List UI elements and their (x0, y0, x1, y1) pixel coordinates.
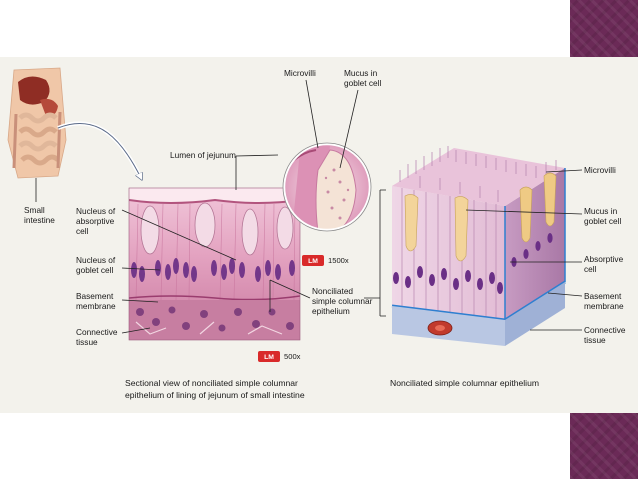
label-drawing-connective-2: tissue (584, 335, 606, 345)
label-nucleus-absorptive-3: cell (76, 226, 89, 236)
leader-nucleus-absorptive (121, 209, 237, 261)
label-nonciliated-1: Nonciliated (312, 286, 353, 296)
leader-mucus-inset (339, 89, 359, 169)
stomach-shape (40, 98, 58, 117)
leader-drawing-microvilli (545, 169, 583, 173)
micrograph-image (128, 187, 301, 341)
pointer-arrow (57, 123, 141, 178)
magnification-main: 500x (284, 352, 301, 361)
caption-micrograph-2: epithelium of lining of jejunum of small… (125, 390, 305, 400)
leader-nonciliated-bracket (364, 189, 386, 317)
label-drawing-mucus-1: Mucus in (584, 206, 618, 216)
liver-shape (18, 76, 50, 105)
leader-connective (121, 327, 151, 334)
leader-nucleus-goblet (121, 267, 161, 271)
label-nucleus-absorptive-2: absorptive (76, 216, 115, 226)
label-mucus-inset-2: goblet cell (344, 78, 382, 88)
leader-microvilli-inset (305, 79, 319, 149)
label-basement-1: Basement (76, 291, 114, 301)
label-drawing-absorptive-1: Absorptive (584, 254, 624, 264)
lm-badge-main-text: LM (264, 354, 274, 361)
lm-badge-inset-text: LM (308, 258, 318, 265)
label-drawing-absorptive-2: cell (584, 264, 597, 274)
magnification-inset: 1500x (328, 256, 349, 265)
micrograph-inset (282, 142, 372, 232)
leader-lumen (235, 154, 279, 190)
caption-micrograph-1: Sectional view of nonciliated simple col… (125, 378, 298, 388)
pointer-arrow-outline (57, 121, 143, 179)
label-nucleus-goblet-2: goblet cell (76, 265, 114, 275)
label-drawing-basement-1: Basement (584, 291, 622, 301)
label-drawing-microvilli: Microvilli (584, 165, 616, 175)
label-nonciliated-2: simple columnar (312, 296, 373, 306)
label-drawing-mucus-2: goblet cell (584, 216, 622, 226)
label-drawing-basement-2: membrane (584, 301, 624, 311)
label-nonciliated-3: epithelium (312, 306, 350, 316)
torso-illustration: Small intestine (7, 67, 67, 225)
leader-drawing-basement (547, 292, 583, 297)
leader-basement (121, 299, 159, 303)
lm-badge-inset (302, 255, 324, 266)
epithelium-drawing (391, 146, 566, 346)
label-microvilli-inset: Microvilli (284, 68, 316, 78)
decorative-block-top (570, 0, 638, 57)
label-connective-1: Connective (76, 327, 118, 337)
leader-nonciliated-left (269, 279, 311, 312)
label-nucleus-absorptive-1: Nucleus of (76, 206, 116, 216)
label-basement-2: membrane (76, 301, 116, 311)
label-lumen: Lumen of jejunum (170, 150, 236, 160)
leader-drawing-mucus (465, 209, 583, 215)
caption-drawing: Nonciliated simple columnar epithelium (390, 378, 539, 388)
organ-label-line-2: intestine (24, 215, 55, 225)
label-mucus-inset-1: Mucus in (344, 68, 378, 78)
intestine-loops (12, 111, 62, 169)
label-connective-2: tissue (76, 337, 98, 347)
decorative-block-bottom (570, 413, 638, 479)
label-drawing-connective-1: Connective (584, 325, 626, 335)
organ-label-line-1: Small (24, 205, 45, 215)
lm-badge-main (258, 351, 280, 362)
label-nucleus-goblet-1: Nucleus of (76, 255, 116, 265)
